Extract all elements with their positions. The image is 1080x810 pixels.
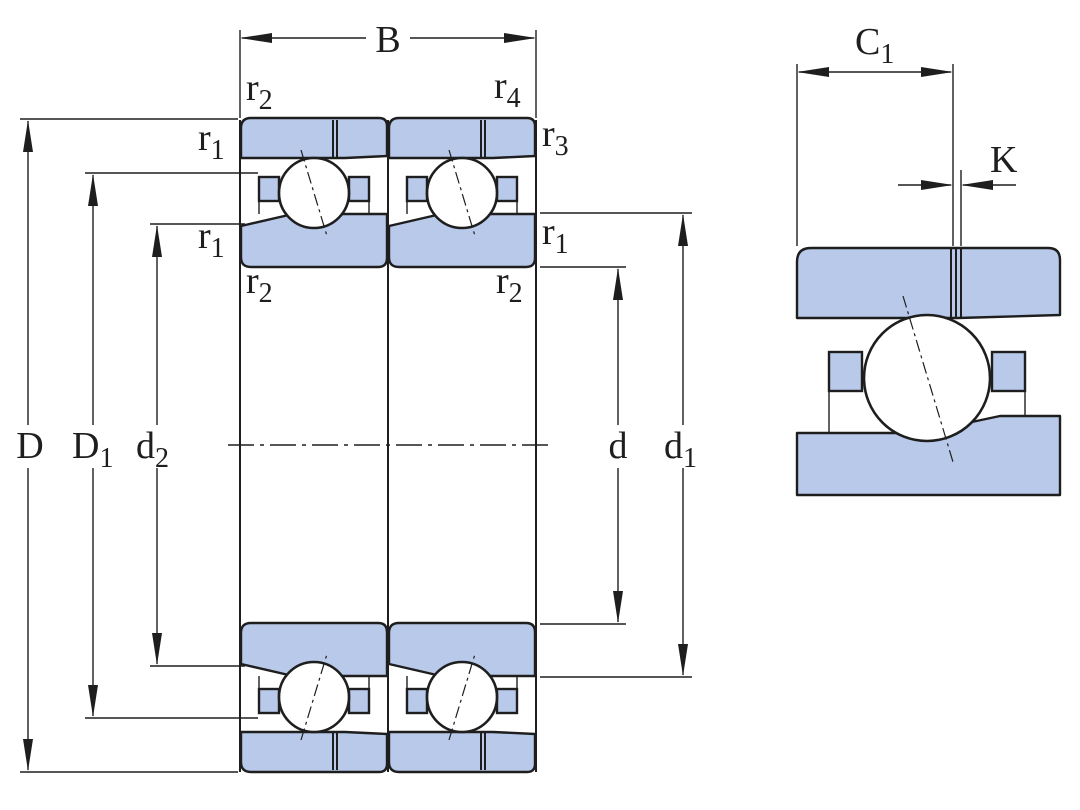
dim-d: d — [540, 266, 628, 625]
dim-D1: D1 — [72, 172, 258, 719]
bearing-pair — [228, 116, 550, 774]
bearing-left-bottom-section — [239, 621, 389, 774]
label-r2-top-left: r2 — [246, 67, 273, 116]
dim-D: D — [16, 118, 238, 773]
dim-B: B — [239, 19, 537, 118]
label-K: K — [990, 139, 1018, 181]
label-D1: D1 — [72, 425, 113, 474]
label-r2-bore-right: r2 — [496, 260, 523, 309]
dim-d1: d1 — [540, 212, 697, 678]
chamfer-labels: r2 r4 r1 r3 r1 r1 r2 r2 — [198, 65, 569, 309]
label-C1: C1 — [855, 21, 894, 70]
detail-view: C1 K — [795, 21, 1062, 497]
label-D: D — [16, 425, 43, 467]
label-B: B — [375, 19, 400, 61]
label-r3-outer-right: r3 — [542, 113, 569, 162]
label-r4-top-right: r4 — [494, 65, 521, 114]
bearing-right-top-section — [387, 116, 537, 269]
bearing-left-top-section — [239, 116, 389, 269]
label-d1: d1 — [664, 425, 697, 474]
label-r1-inner-left: r1 — [198, 215, 225, 264]
label-r2-bore-left: r2 — [246, 260, 273, 309]
bearing-right-bottom-section — [387, 621, 537, 774]
label-r1-inner-right: r1 — [542, 211, 569, 260]
label-d2: d2 — [136, 425, 169, 474]
dim-d2: d2 — [136, 223, 245, 667]
label-d: d — [609, 425, 628, 467]
label-r1-outer-left: r1 — [198, 117, 225, 166]
